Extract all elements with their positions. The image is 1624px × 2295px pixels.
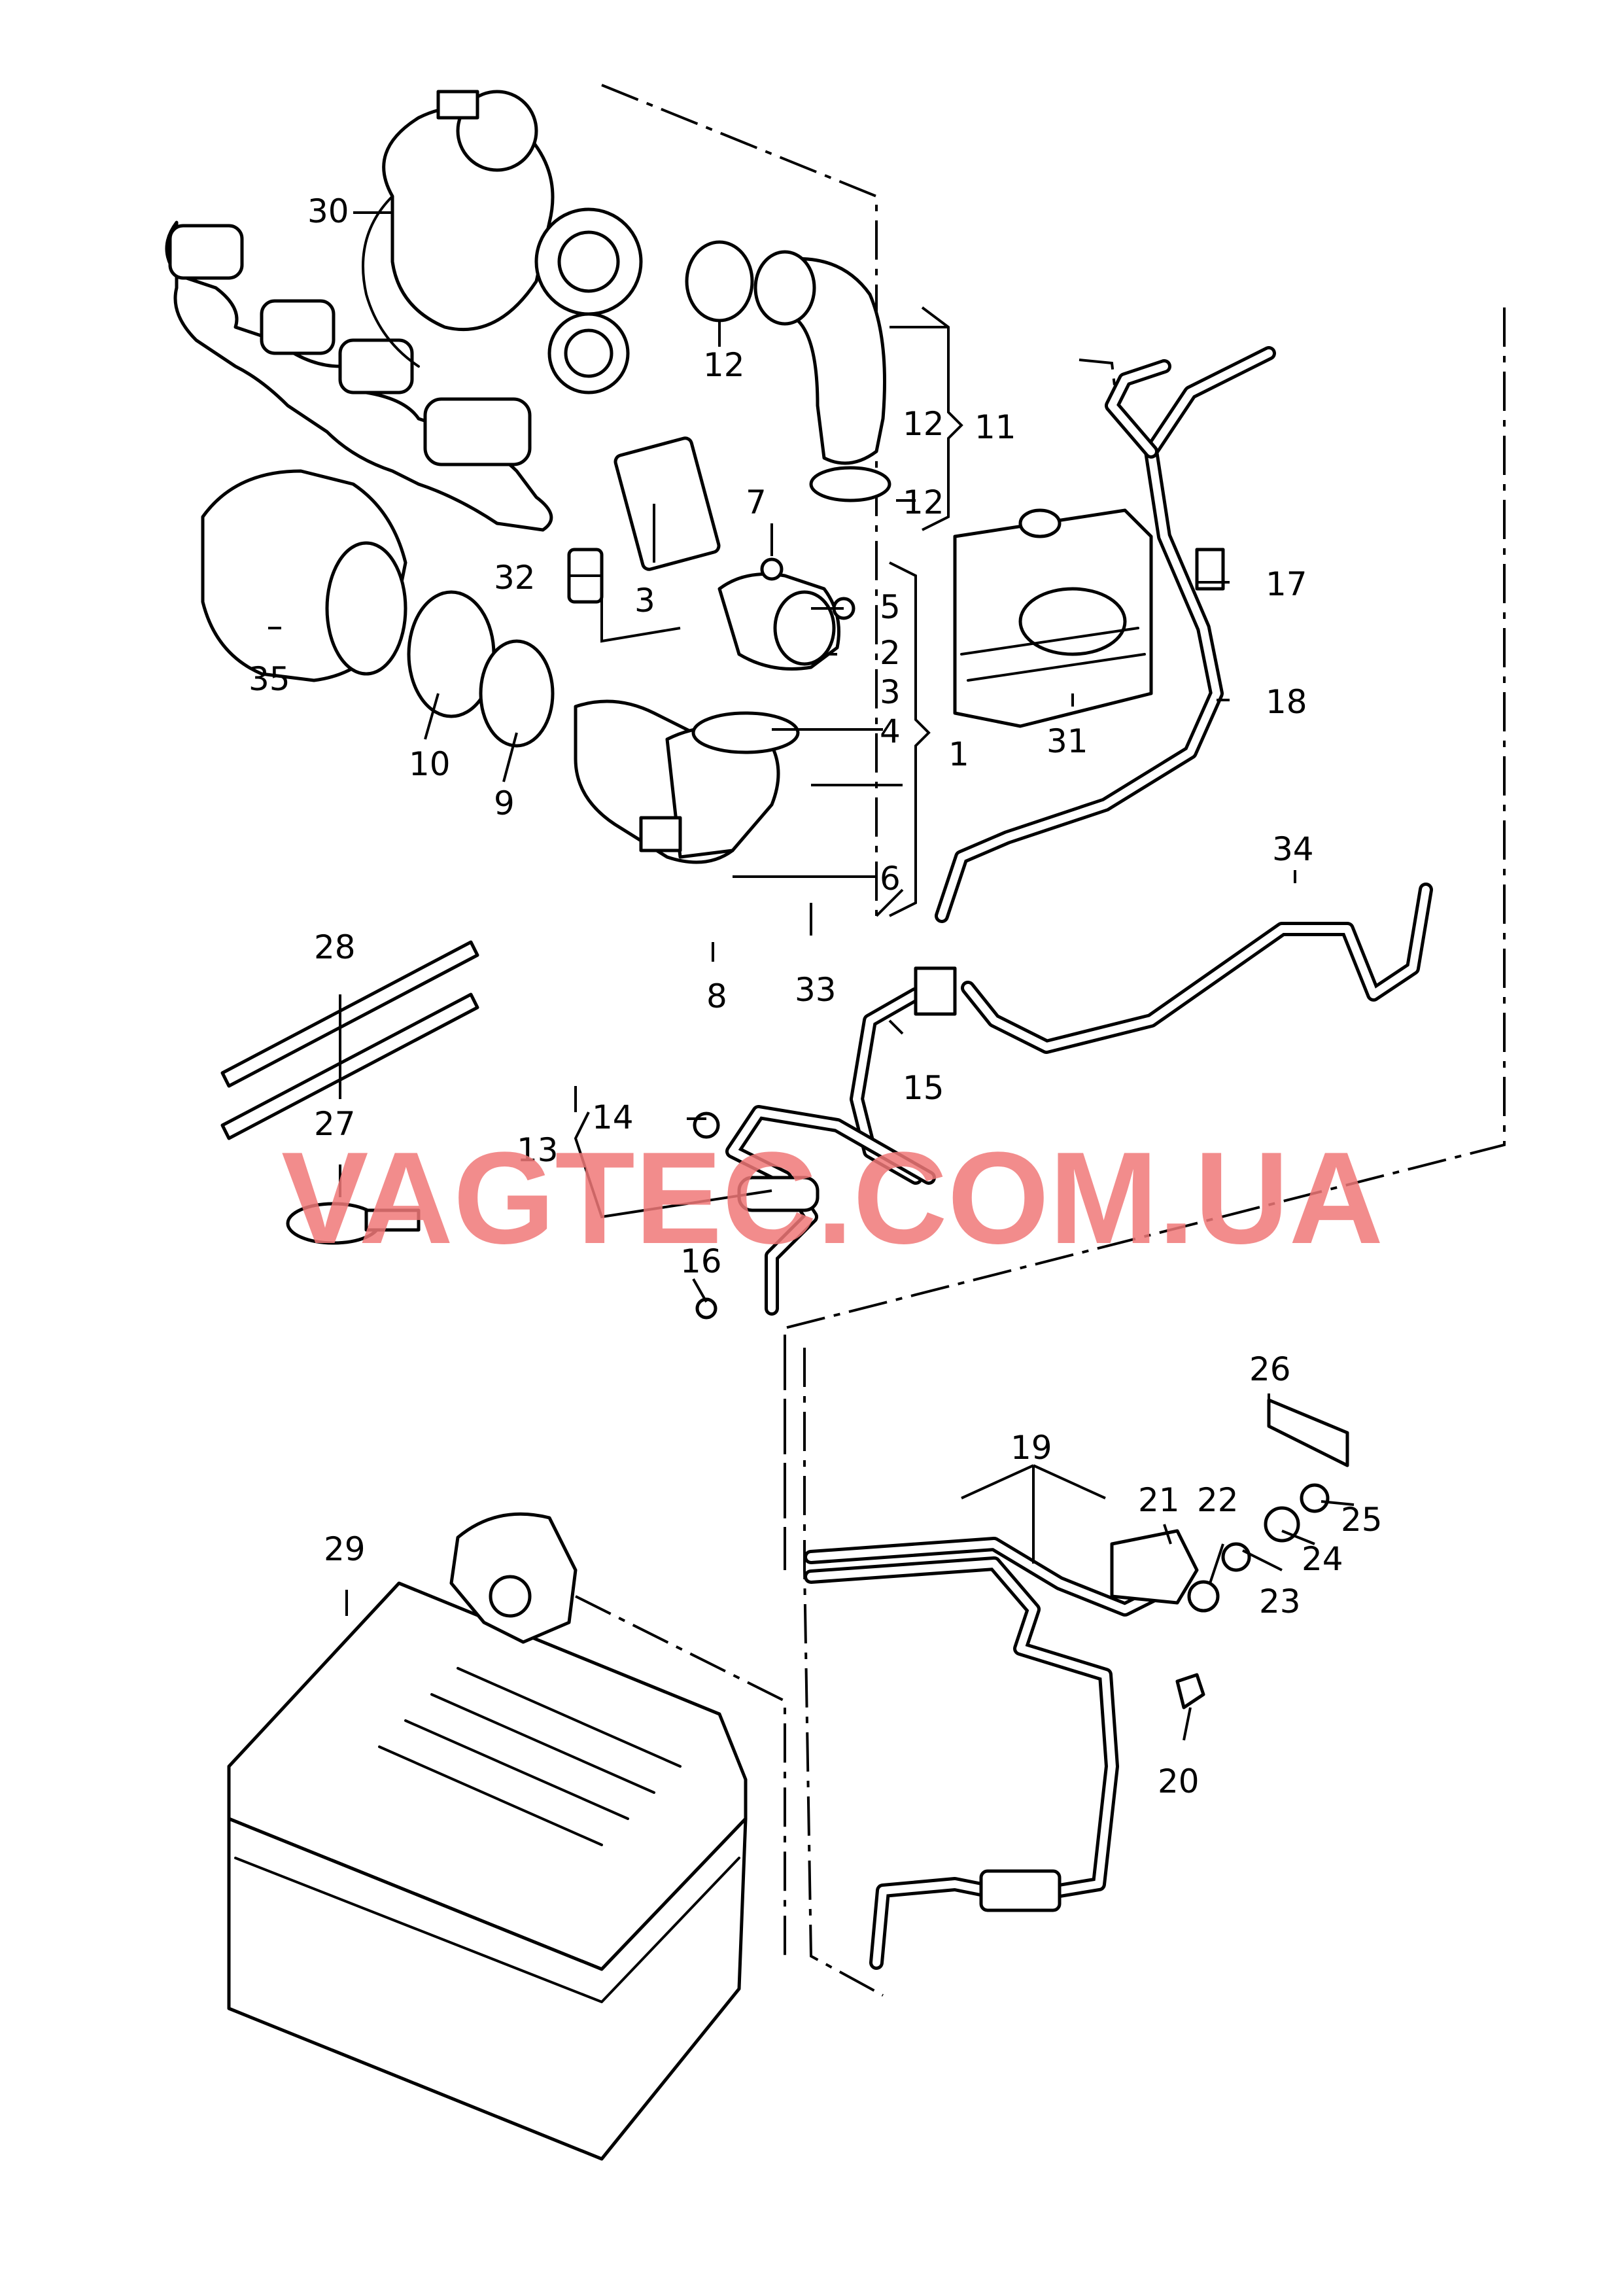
intake-group: [201, 469, 780, 864]
intercooler-hose-end: [325, 541, 407, 676]
gasket-4: [691, 711, 800, 754]
screw-16: [695, 1297, 717, 1320]
callout-1: 1: [948, 735, 969, 773]
solenoid-valve-21: [1110, 1529, 1199, 1605]
callout-9: 9: [494, 784, 515, 822]
upper-assembly-outline: [601, 84, 904, 917]
cable-ties: [220, 940, 479, 1245]
manifold-flange-3: [338, 338, 414, 394]
callout-11: 11: [975, 408, 1016, 446]
inline-filter: [979, 1869, 1062, 1912]
manifold-flange-1: [168, 224, 244, 280]
grommet-22: [1187, 1580, 1220, 1613]
vent-pipe-sleeve: [737, 1176, 820, 1212]
bracket-6: [639, 816, 682, 852]
air-filter-lower-box: [227, 1817, 748, 2161]
callout-3b: 3: [880, 673, 901, 711]
callout-2: 2: [880, 634, 901, 672]
bracket-26: [1267, 1398, 1349, 1467]
callout-12a: 12: [703, 346, 745, 384]
washer-23: [1221, 1542, 1251, 1572]
bushing-24: [1264, 1506, 1300, 1543]
hose-route-outline-right: [784, 307, 1506, 1570]
turbine-outlet-bore: [564, 328, 613, 378]
air-filter-outline: [575, 1595, 786, 1956]
oil-filler-cap: [1018, 587, 1127, 656]
callout-35: 35: [249, 660, 290, 698]
callout-8: 8: [706, 977, 727, 1015]
cylinder-head-cover: [953, 508, 1153, 728]
callout-22: 22: [1197, 1481, 1239, 1519]
vacuum-line-19b: [804, 1556, 1119, 1970]
callout-16: 16: [680, 1242, 722, 1280]
actuator-connector: [436, 90, 479, 120]
air-filter-housing: [227, 1512, 748, 2161]
callout-20: 20: [1158, 1762, 1200, 1800]
breather-port: [1018, 508, 1062, 538]
seal-9: [479, 639, 555, 748]
callout-12b: 12: [903, 405, 944, 443]
cable-tie-27-head: [364, 1208, 421, 1232]
callout-30: 30: [307, 192, 349, 230]
lower-route-outline: [784, 1335, 884, 1997]
head-cover-ribs: [960, 627, 1146, 682]
turbocharger: [165, 90, 643, 532]
charge-air-pipe-group: [685, 240, 891, 502]
callout-10: 10: [409, 745, 451, 783]
callout-27: 27: [314, 1105, 356, 1143]
screw-7: [760, 557, 784, 581]
turbo-heat-shield: [362, 195, 420, 368]
callout-31: 31: [1046, 722, 1088, 760]
callout-24: 24: [1302, 1540, 1343, 1578]
callout-13: 13: [517, 1131, 559, 1169]
callout-26: 26: [1249, 1350, 1291, 1388]
lower-vacuum-group: [804, 1398, 1349, 1970]
air-filter-lid-ribs: [378, 1667, 682, 1846]
callout-6: 6: [880, 860, 901, 898]
manifold-flange-2: [260, 299, 336, 355]
leader-lines: [268, 211, 1355, 1741]
hose-routing: [850, 346, 1433, 1185]
callout-34: 34: [1272, 830, 1314, 868]
callout-7: 7: [746, 483, 767, 521]
callout-28: 28: [314, 928, 356, 966]
control-unit-3: [613, 436, 721, 571]
air-filter-seal-line: [234, 1857, 740, 2003]
hose-clamp-upper: [685, 240, 754, 323]
callout-18: 18: [1266, 683, 1307, 721]
callout-23: 23: [1259, 1583, 1301, 1621]
callout-19: 19: [1011, 1429, 1052, 1467]
nut-20: [1175, 1673, 1205, 1709]
callout-14: 14: [592, 1098, 634, 1136]
callout-5: 5: [880, 588, 901, 626]
callout-29: 29: [324, 1530, 366, 1568]
callout-25: 25: [1341, 1501, 1383, 1539]
callout-15: 15: [903, 1069, 944, 1107]
manifold-flange-4: [423, 397, 532, 466]
callout-21: 21: [1138, 1481, 1180, 1519]
vacuum-hose-34: [961, 883, 1433, 1054]
watermark-text: VAGTEC.COM.UA: [281, 1125, 1383, 1271]
callout-33: 33: [795, 971, 837, 1009]
callout-32: 32: [494, 559, 536, 597]
cable-tie-28b: [220, 992, 479, 1140]
throttle-bore: [773, 590, 836, 666]
throttle-module: [567, 436, 855, 754]
pipe-inlet-end: [753, 250, 816, 326]
callout-4: 4: [880, 712, 901, 750]
vent-pipe-group: [693, 1105, 936, 1320]
callout-12c: 12: [903, 483, 944, 521]
air-filter-outlet-port: [489, 1575, 532, 1618]
hose-clamp-lower: [809, 466, 891, 502]
callout-17: 17: [1266, 565, 1307, 603]
callout-brackets: [574, 306, 963, 1112]
hose-connector-15: [914, 966, 957, 1016]
compressor-outlet: [557, 230, 620, 293]
callout-3a: 3: [634, 582, 655, 620]
callout-labels: 1 2 3 3 4 5 6 7 8 9 10 11 12 12 12 13 14…: [249, 192, 1383, 1800]
washer-25: [1300, 1483, 1330, 1513]
cable-tie-28a: [220, 940, 479, 1088]
